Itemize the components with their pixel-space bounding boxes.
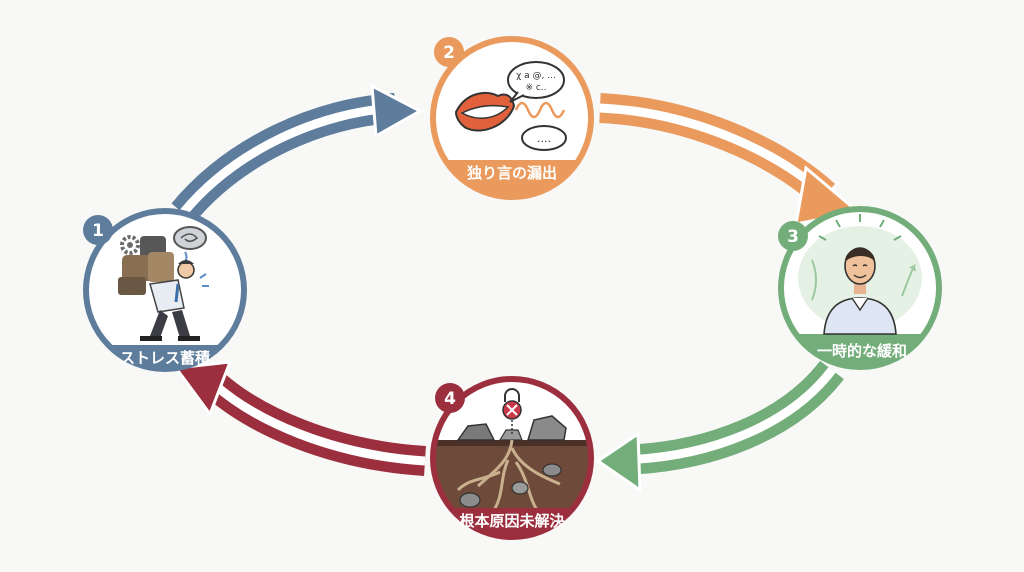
- stage-1-number-badge: [83, 215, 113, 245]
- relieved-person-icon: [811, 214, 916, 335]
- arrow-4-to-1: [173, 360, 426, 476]
- stage-1-number: 1: [92, 221, 104, 241]
- stage-3-number: 3: [787, 227, 799, 247]
- burdened-person-icon: [118, 226, 209, 341]
- arrow-1-to-2: [171, 83, 424, 223]
- stage-2-node: χ a @, ... ※ c.. .... 2 独り言の漏出: [430, 36, 594, 200]
- stage-3-node: 3 一時的な緩和: [778, 206, 942, 370]
- stage-4-node: 4 根本原因未解決: [430, 376, 594, 540]
- mouth-speech-icon: χ a @, ... ※ c.. ....: [454, 61, 567, 151]
- stage-2-number: 2: [443, 43, 455, 63]
- speech-bubble-symbols-2: ※ c..: [525, 83, 546, 93]
- arrow-3-to-4: [595, 360, 844, 493]
- arrow-2-to-3: [599, 93, 862, 226]
- stage-3-number-badge: [778, 221, 808, 251]
- stage-3-label: 一時的な緩和: [817, 342, 907, 360]
- stage-1-node: 1 ストレス蓄積: [83, 208, 247, 372]
- speech-bubble-dots: ....: [537, 132, 551, 145]
- stage-4-number-badge: [435, 383, 465, 413]
- speech-bubble-symbols: χ a @, ...: [516, 71, 556, 81]
- stage-4-number: 4: [444, 389, 456, 409]
- stage-2-label: 独り言の漏出: [467, 164, 557, 182]
- stage-4-label: 根本原因未解決: [459, 512, 565, 530]
- stage-1-label: ストレス蓄積: [120, 349, 211, 367]
- stage-2-number-badge: [434, 37, 464, 67]
